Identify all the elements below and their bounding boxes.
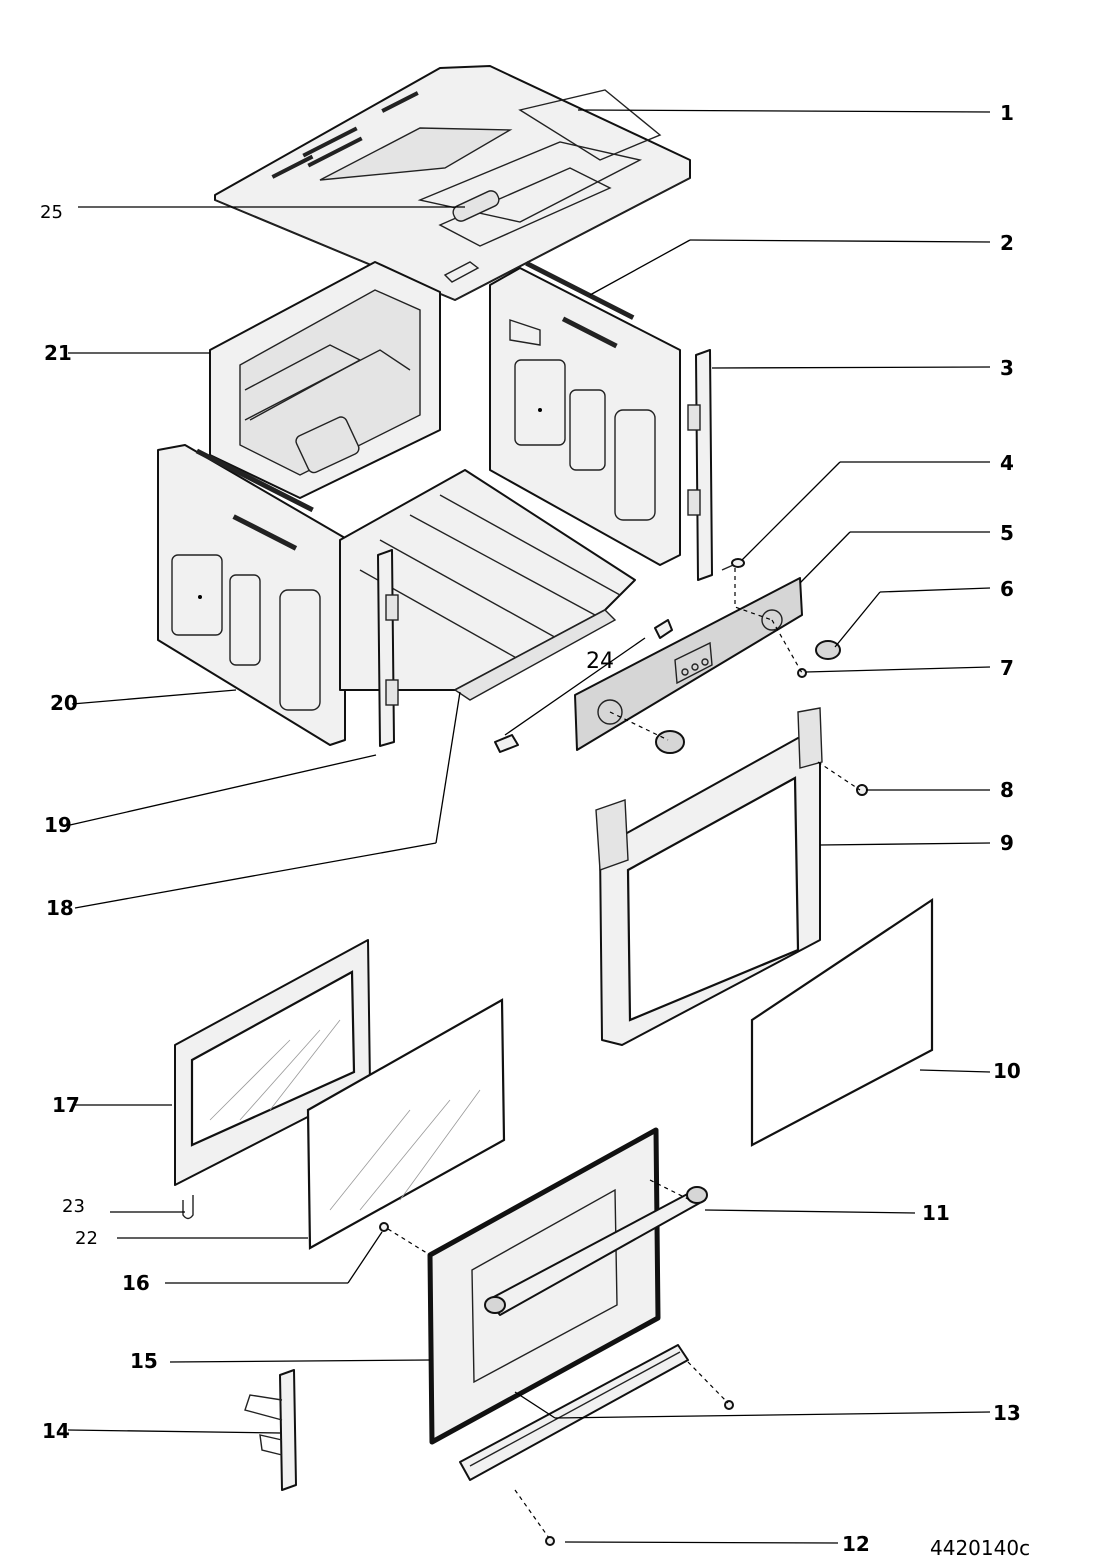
part-label-10: 10 — [993, 1059, 1021, 1083]
part-label-22: 22 — [75, 1228, 98, 1249]
drawing-code: 4420140c — [930, 1536, 1030, 1556]
part-label-5: 5 — [1000, 521, 1014, 545]
part-label-15: 15 — [130, 1349, 158, 1373]
bushing-part — [856, 784, 868, 796]
control-panel-part — [574, 577, 803, 751]
back-panel-part — [209, 261, 441, 499]
right-side-panel-part — [489, 260, 681, 566]
part-label-23: 23 — [62, 1196, 85, 1217]
part-label-2: 2 — [1000, 231, 1014, 255]
bottom-panel-part — [339, 469, 636, 701]
assembly-guide-lines — [387, 568, 861, 1539]
screw-part — [721, 558, 745, 571]
part-label-19: 19 — [44, 813, 72, 837]
part-label-12: 12 — [842, 1532, 870, 1556]
part-label-6: 6 — [1000, 577, 1014, 601]
part-label-18: 18 — [46, 896, 74, 920]
right-rail-part — [687, 349, 713, 581]
part-label-16: 16 — [122, 1271, 150, 1295]
screw-part — [379, 1222, 734, 1546]
part-label-25: 25 — [40, 202, 63, 223]
part-label-17: 17 — [52, 1093, 80, 1117]
part-label-13: 13 — [993, 1401, 1021, 1425]
part-label-7: 7 — [1000, 656, 1014, 680]
part-label-1: 1 — [1000, 101, 1014, 125]
part-label-9: 9 — [1000, 831, 1014, 855]
part-label-14: 14 — [42, 1419, 70, 1443]
hook-part — [182, 1195, 194, 1220]
part-label-11: 11 — [922, 1201, 950, 1225]
part-label-21: 21 — [44, 341, 72, 365]
glass-pane-part — [306, 998, 506, 1250]
inner-glass-part — [750, 897, 934, 1147]
hinge-clip-part — [494, 619, 673, 753]
left-side-panel-part — [157, 444, 346, 746]
part-label-24: 24 — [586, 649, 614, 674]
door-handle-part — [484, 1186, 708, 1316]
part-number-labels: 1 2 3 4 5 6 7 8 9 10 11 12 13 14 15 16 1… — [40, 101, 1030, 1556]
door-trim-part — [459, 1344, 689, 1481]
part-label-8: 8 — [1000, 778, 1014, 802]
left-rail-part — [377, 549, 399, 747]
knob-part — [655, 640, 841, 754]
part-label-20: 20 — [50, 691, 78, 715]
door-hinge-part — [244, 1369, 297, 1491]
door-frame-part — [595, 707, 823, 1046]
door-inner-panel-part — [174, 939, 371, 1186]
top-panel-part — [214, 65, 691, 301]
leader-lines — [67, 109, 991, 1544]
part-label-3: 3 — [1000, 356, 1014, 380]
part-label-4: 4 — [1000, 451, 1014, 475]
